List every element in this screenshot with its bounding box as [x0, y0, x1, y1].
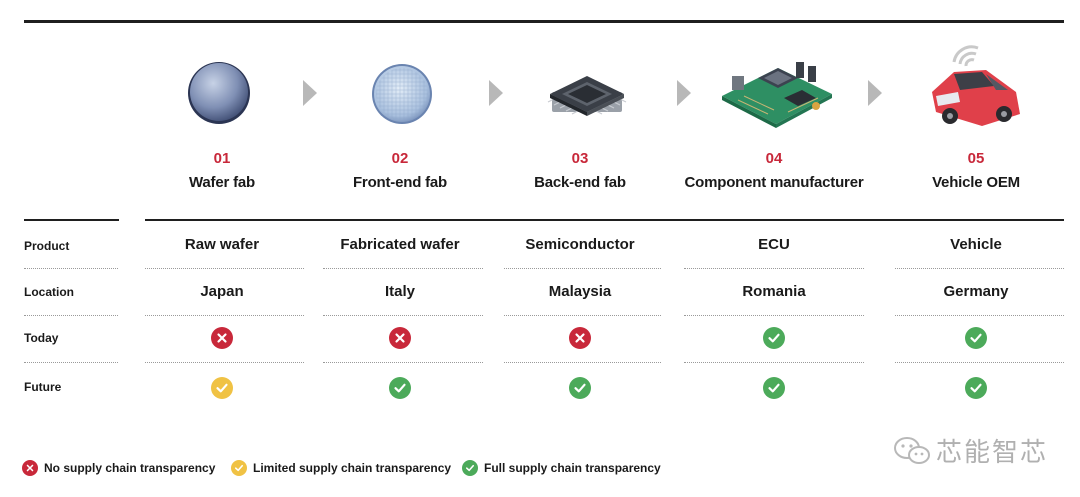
- row-separator: [145, 315, 304, 316]
- stage-5: 05 Vehicle OEM: [932, 150, 1020, 193]
- today-cross-icon: [389, 327, 411, 349]
- row-separator: [684, 268, 864, 269]
- location-cell: Malaysia: [548, 283, 612, 300]
- flow-arrow: [489, 80, 503, 106]
- circuit-board-icon: [722, 62, 832, 128]
- today-cross-icon: [211, 327, 233, 349]
- row-separator: [24, 362, 118, 363]
- connected-car-icon: [932, 45, 1020, 126]
- row-separator: [323, 362, 483, 363]
- watermark-text: 芯能智芯: [936, 437, 1049, 467]
- stage-2: 02 Front-end fab: [353, 150, 447, 193]
- stage-number: 01: [213, 150, 231, 167]
- product-cell: Raw wafer: [184, 236, 260, 253]
- row-separator: [323, 268, 483, 269]
- location-cell: Germany: [943, 283, 1009, 300]
- stage-name: Front-end fab: [352, 174, 448, 191]
- row-separator: [24, 268, 118, 269]
- stage-name: Vehicle OEM: [932, 174, 1020, 191]
- product-cell: Semiconductor: [525, 236, 635, 253]
- row-separator: [684, 362, 864, 363]
- row-separator: [323, 315, 483, 316]
- wechat-icon: [894, 436, 930, 464]
- today-cross-icon: [569, 327, 591, 349]
- stage-4: 04 Component manufacturer: [685, 150, 864, 193]
- row-separator: [684, 315, 864, 316]
- product-cell: Vehicle: [950, 236, 1002, 253]
- stage-number: 04: [765, 150, 783, 167]
- row-label-location: Location: [24, 285, 74, 299]
- row-separator: [895, 315, 1064, 316]
- stage-number: 03: [571, 150, 589, 167]
- row-separator: [895, 362, 1064, 363]
- row-separator: [504, 268, 661, 269]
- legend-label: Limited supply chain transparency: [253, 461, 452, 475]
- row-separator: [24, 315, 118, 316]
- row-separator: [145, 362, 304, 363]
- legend-item-limited: Limited supply chain transparency: [231, 460, 451, 476]
- legend-label: No supply chain transparency: [44, 461, 216, 475]
- location-cell: Japan: [200, 283, 244, 300]
- flow-arrow: [868, 80, 882, 106]
- stage-3: 03 Back-end fab: [534, 150, 626, 193]
- row-label-product: Product: [24, 239, 70, 253]
- stage-1: 01 Wafer fab: [189, 150, 255, 193]
- legend-item-no: No supply chain transparency: [22, 460, 215, 476]
- table-rule-right: [145, 219, 1064, 221]
- watermark: 芯能智芯: [892, 432, 1048, 469]
- row-separator: [504, 362, 661, 363]
- location-cell: Italy: [384, 283, 416, 300]
- wafer-icon: [188, 62, 250, 124]
- location-cell: Romania: [742, 283, 806, 300]
- chip-icon: [547, 76, 627, 116]
- legend-label: Full supply chain transparency: [484, 461, 661, 475]
- legend-item-full: Full supply chain transparency: [462, 460, 661, 476]
- full-transparency-icon: [462, 460, 478, 476]
- future-check-icon: [569, 377, 591, 399]
- flow-arrow: [677, 80, 691, 106]
- today-check-icon: [763, 327, 785, 349]
- future-check-icon: [389, 377, 411, 399]
- stage-number: 05: [967, 150, 985, 167]
- top-rule: [24, 20, 1064, 23]
- stage-name: Wafer fab: [189, 174, 255, 191]
- stage-name: Component manufacturer: [684, 174, 864, 191]
- future-check-icon: [965, 377, 987, 399]
- future-check-icon: [763, 377, 785, 399]
- product-cell: Fabricated wafer: [340, 236, 460, 253]
- table-rule-left: [24, 219, 119, 221]
- row-separator: [504, 315, 661, 316]
- stage-number: 02: [391, 150, 409, 167]
- flow-arrow: [303, 80, 317, 106]
- row-label-today: Today: [24, 331, 59, 345]
- stage-name: Back-end fab: [534, 174, 626, 191]
- row-label-future: Future: [24, 380, 62, 394]
- no-transparency-icon: [22, 460, 38, 476]
- fabricated-wafer-icon: [372, 64, 432, 124]
- product-cell: ECU: [758, 236, 790, 253]
- limited-transparency-icon: [231, 460, 247, 476]
- future-check-icon: [211, 377, 233, 399]
- today-check-icon: [965, 327, 987, 349]
- row-separator: [895, 268, 1064, 269]
- row-separator: [145, 268, 304, 269]
